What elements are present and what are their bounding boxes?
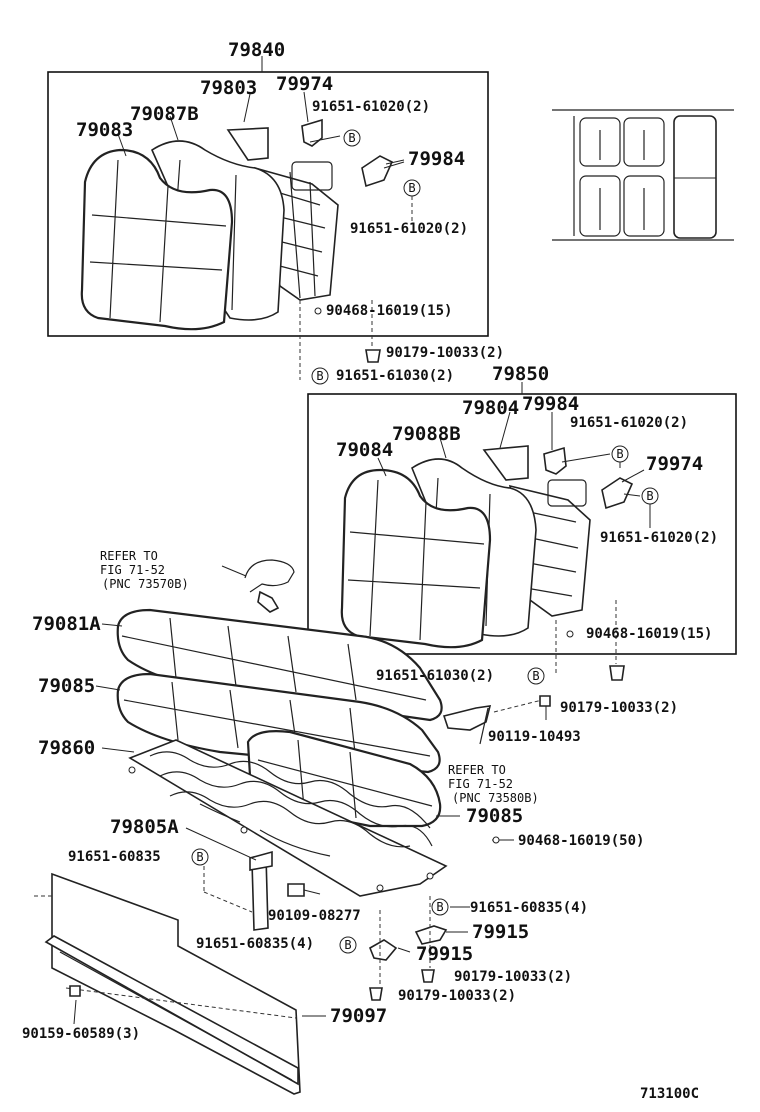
refer-2-line-2: FIG 71-52 [448,777,513,791]
assembly-box-79840 [47,71,489,337]
label-91651-61020-d: 91651-61020(2) [600,530,718,546]
seat-brackets-79915: B B [339,896,449,1001]
callout-b: B [646,489,653,503]
label-90179-10033-c: 90179-10033(2) [454,969,572,985]
label-91651-61030-b: 91651-61030(2) [376,668,494,684]
label-79915-b: 79915 [416,943,473,965]
callout-b: B [616,447,623,461]
label-79984-lower: 79984 [522,393,579,415]
label-79085-lower: 79085 [466,805,523,827]
label-79081A: 79081A [32,613,101,635]
label-91651-60835: 91651-60835 [68,849,161,865]
label-79915-a: 79915 [472,921,529,943]
label-91651-61020-c: 91651-61020(2) [570,415,688,431]
refer-2-line-3: (PNC 73580B) [452,791,539,805]
label-79974-upper: 79974 [276,73,333,95]
part-labels: 79840 79803 79974 79087B 79083 91651-610… [22,39,718,1102]
label-79840: 79840 [228,39,285,61]
vehicle-locator-view [552,109,734,241]
seat-cushion-cover-79081A [116,608,443,722]
label-79804: 79804 [462,397,519,419]
label-79860: 79860 [38,737,95,759]
label-90179-10033-d: 90179-10033(2) [398,988,516,1004]
label-79088B: 79088B [392,423,461,445]
label-90119-10493: 90119-10493 [488,729,581,745]
nut-90179-upper [365,349,381,363]
callout-b: B [348,131,355,145]
label-90179-10033-a: 90179-10033(2) [386,345,504,361]
label-90468-16019-a: 90468-16019(15) [326,303,452,319]
screw-90159 [69,985,81,997]
seat-belt-73580B [442,695,551,745]
refer-1-line-3: (PNC 73570B) [102,577,189,591]
seatback-assembly-lower: B B B [307,382,737,685]
label-91651-60835-4a: 91651-60835(4) [470,900,588,916]
seatback-assembly-upper: B B B [47,56,489,385]
label-79850: 79850 [492,363,549,385]
callout-b: B [196,850,203,864]
label-90159-60589: 90159-60589(3) [22,1026,140,1042]
label-79084: 79084 [336,439,393,461]
nut-90179-lower [609,665,625,681]
refer-2-line-1: REFER TO [448,763,506,777]
callout-b: B [408,181,415,195]
seat-belt-73570B [221,559,295,613]
seatback-cover-79083 [80,148,234,331]
label-79097: 79097 [330,1005,387,1027]
label-90468-16019-c: 90468-16019(50) [518,833,644,849]
label-79087B: 79087B [130,103,199,125]
callout-b: B [532,669,539,683]
label-91651-60835-4b: 91651-60835(4) [196,936,314,952]
callout-b: B [316,369,323,383]
refer-1-line-2: FIG 71-52 [100,563,165,577]
bracket-79984-lower [543,446,567,475]
bolt-90109 [287,883,305,897]
seat-cushion-frame-79860 [128,739,448,897]
label-79984-upper: 79984 [408,148,465,170]
label-91651-61020-a: 91651-61020(2) [312,99,430,115]
label-90468-16019-b: 90468-16019(15) [586,626,712,642]
callout-b: B [436,900,443,914]
label-79805A: 79805A [110,816,179,838]
label-90179-10033-b: 90179-10033(2) [560,700,678,716]
bracket-79974-upper [301,118,323,147]
leader-lines [73,91,651,1025]
refer-1-line-1: REFER TO [100,549,158,563]
bracket-79984-upper [361,155,394,188]
label-79974-lower: 79974 [646,453,703,475]
seat-under-panel-79097 [34,872,301,1095]
bracket-79974-lower [601,477,634,510]
label-79085-upper: 79085 [38,675,95,697]
figure-code: 713100C [640,1086,699,1102]
seat-cushion-pad-79085 [116,672,441,774]
label-91651-61030-a: 91651-61030(2) [336,368,454,384]
callout-b: B [344,938,351,952]
seat-leg-79805A: B [191,848,321,931]
seatback-cover-79084 [340,468,492,649]
label-91651-61020-b: 91651-61020(2) [350,221,468,237]
bolt-90119 [539,695,551,707]
label-79083: 79083 [76,119,133,141]
label-79803: 79803 [200,77,257,99]
label-90109-08277: 90109-08277 [268,908,361,924]
